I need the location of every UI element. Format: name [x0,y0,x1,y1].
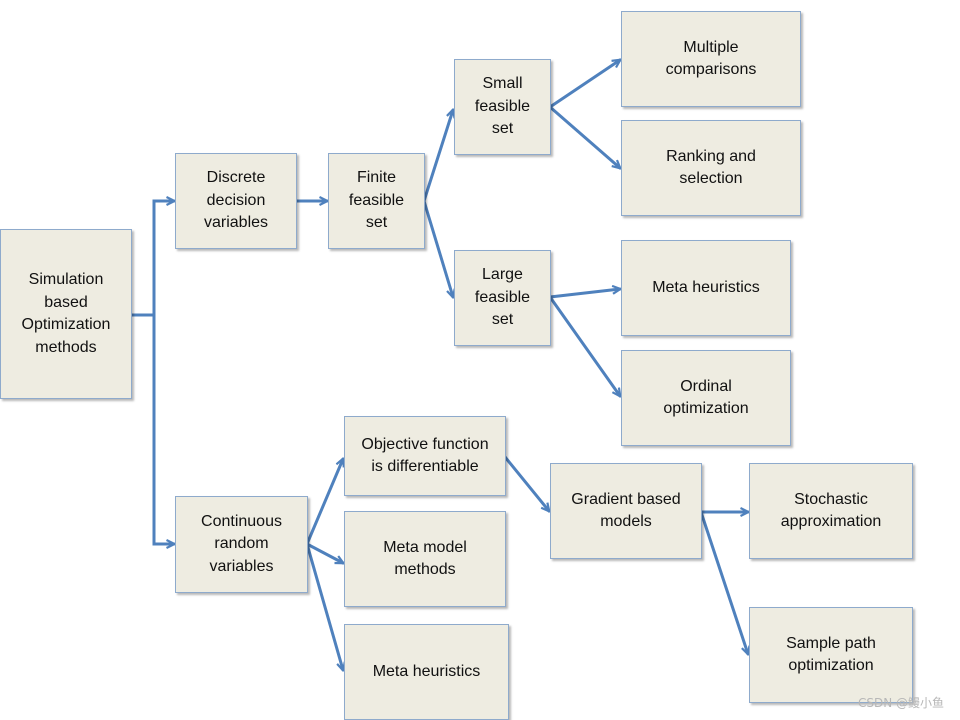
connector-continuous-to-metaheur [305,542,343,670]
node-ordinal-optimization: Ordinal optimization [621,350,791,446]
node-continuous-random-variables: Continuous random variables [175,496,308,593]
node-simulation-based-optimization-methods: Simulation based Optimization methods [0,229,132,399]
connector-finite-to-large [422,199,453,297]
node-meta-heuristics-discrete: Meta heuristics [621,240,791,336]
node-small-feasible-set: Small feasible set [454,59,551,155]
connector-large-to-ordinal [548,295,620,396]
node-ranking-and-selection: Ranking and selection [621,120,801,216]
node-sample-path-optimization: Sample path optimization [749,607,913,703]
connector-root-to-discrete [152,201,176,317]
connector-root-to-continuous [152,313,176,544]
node-multiple-comparisons: Multiple comparisons [621,11,801,107]
node-objective-function-differentiable: Objective function is differentiable [344,416,506,496]
connector-continuous-to-metamodel [305,542,343,565]
node-finite-feasible-set: Finite feasible set [328,153,425,249]
connector-continuous-to-objective [305,459,343,546]
connector-objective-to-gradient [503,455,549,511]
node-meta-model-methods: Meta model methods [344,511,506,607]
node-discrete-decision-variables: Discrete decision variables [175,153,297,249]
node-meta-heuristics-continuous: Meta heuristics [344,624,509,720]
connector-small-to-multiple [548,60,620,109]
connector-large-to-metaheur [548,289,620,299]
connector-gradient-to-samplepath [699,510,748,654]
node-gradient-based-models: Gradient based models [550,463,702,559]
watermark-text: CSDN @鳗小鱼 [857,696,944,710]
node-large-feasible-set: Large feasible set [454,250,551,346]
node-stochastic-approximation: Stochastic approximation [749,463,913,559]
connector-finite-to-small [422,110,453,203]
connector-small-to-ranking [548,105,620,168]
